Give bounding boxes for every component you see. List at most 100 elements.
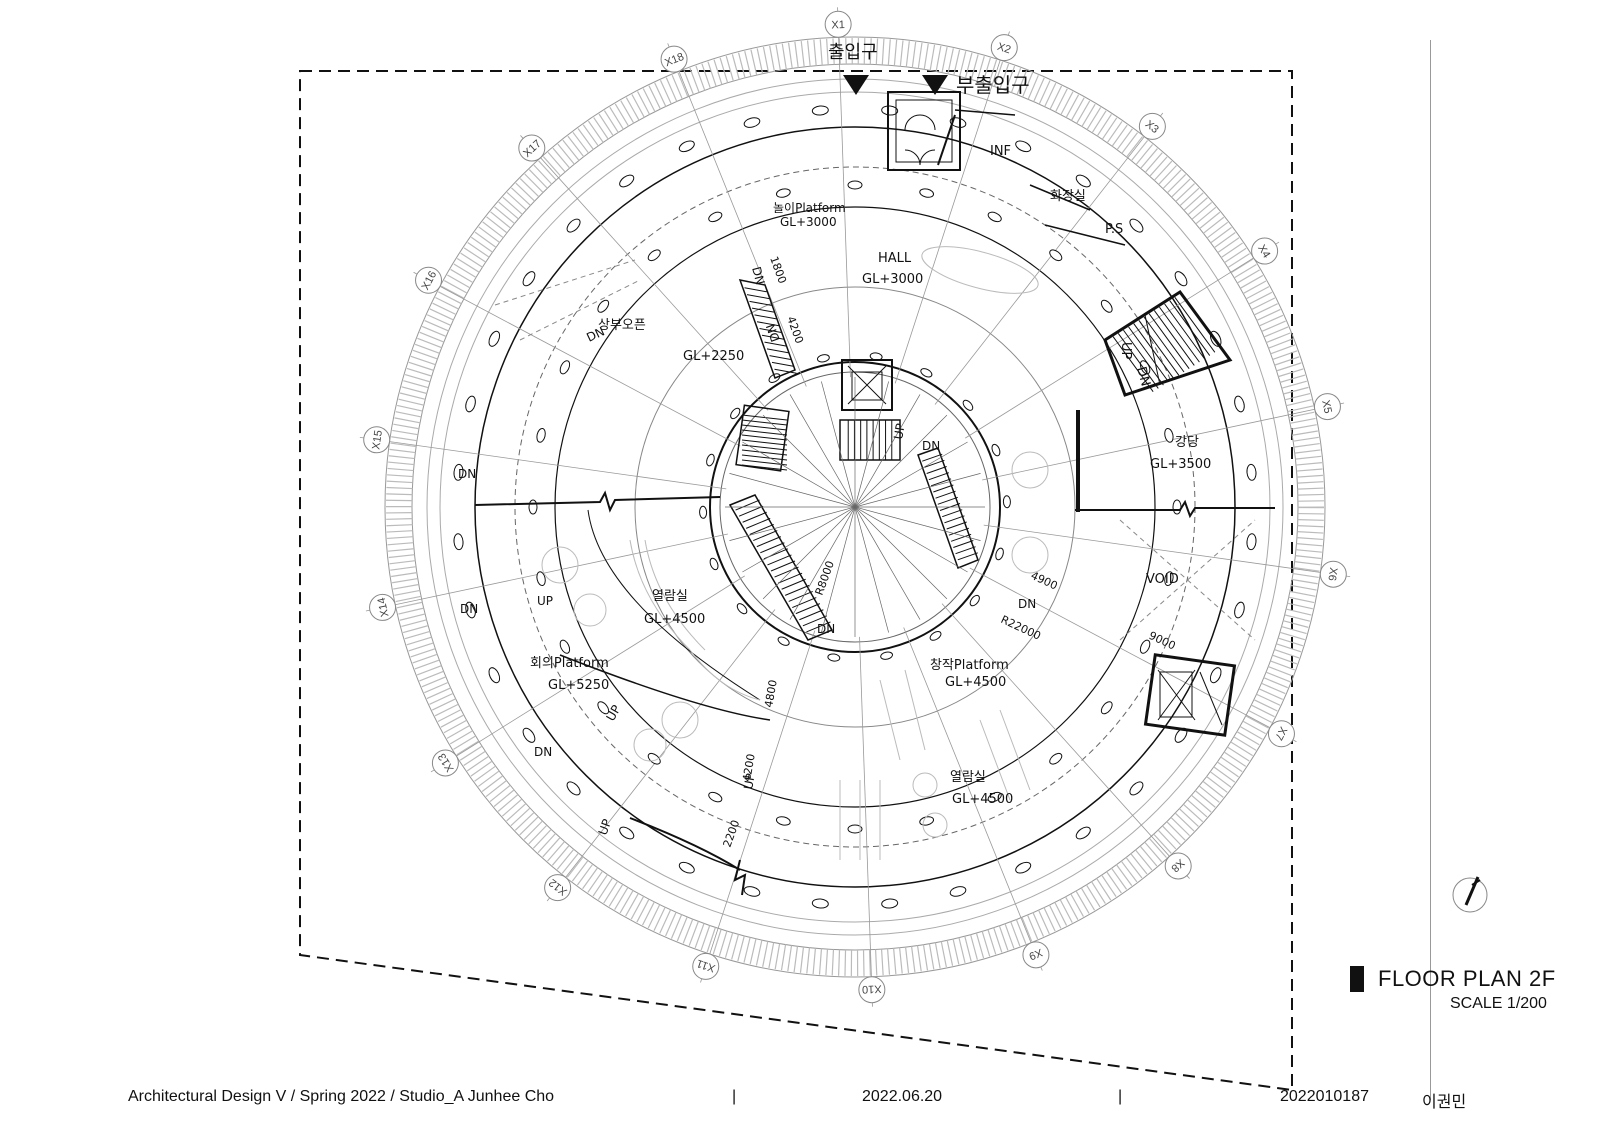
grid-axis-label: X6: [1325, 567, 1339, 582]
grid-line: [430, 575, 745, 773]
elevator-center: [841, 359, 893, 411]
drawing-title: FLOOR PLAN 2F: [1378, 966, 1556, 991]
main-entrance-label: 출입구: [828, 42, 878, 63]
room-restroom-label: 화장실: [1050, 189, 1086, 204]
room-reading-1-label: 열람실: [652, 589, 688, 604]
stair-dn-mark: DN: [534, 745, 552, 759]
column: [949, 886, 967, 897]
column: [536, 571, 546, 587]
stair-dn-mark: DN: [922, 439, 940, 453]
column: [678, 140, 695, 153]
room-meeting-platform-level: GL+5250: [548, 678, 609, 693]
column: [777, 636, 790, 646]
centre-ray: [789, 506, 856, 620]
grid-axis-bubble: X11: [692, 952, 720, 980]
column: [969, 594, 980, 607]
column: [1172, 499, 1182, 515]
column: [929, 631, 942, 641]
stair-center-1: [735, 404, 790, 472]
column: [566, 218, 581, 233]
stair-dn-mark: DN: [1133, 365, 1153, 388]
column: [881, 898, 899, 909]
column: [708, 211, 723, 223]
column: [1049, 249, 1063, 262]
column: [811, 105, 829, 116]
column: [987, 791, 1002, 803]
grid-axis-label: X9: [1027, 946, 1044, 962]
centre-ray: [854, 506, 981, 541]
stair-dn-mark: DN: [584, 324, 606, 344]
centre-ray: [742, 441, 856, 508]
column: [847, 180, 863, 190]
grid-axis-bubble: X12: [544, 874, 572, 902]
column: [919, 188, 935, 198]
room-reading-2-level: GL+4500: [952, 792, 1013, 807]
centre-ray: [854, 506, 889, 633]
column: [566, 781, 581, 796]
stair-dn-mark: DN: [460, 602, 478, 616]
secondary-entrance-label: 부출입구: [956, 73, 1030, 97]
column: [736, 603, 748, 615]
grid-axis-bubble: X7: [1267, 720, 1295, 748]
centre-ray: [854, 381, 889, 508]
grid-line: [546, 609, 776, 902]
entrance-vestibule: [887, 91, 961, 171]
column: [465, 601, 476, 619]
centre-ray: [821, 381, 856, 508]
grid-line: [859, 636, 873, 1007]
footer-student-id: 2022010187: [1280, 1088, 1369, 1105]
grid-line: [365, 533, 728, 612]
room-meeting-platform-label: 회의Platform: [530, 656, 609, 671]
column: [1234, 395, 1245, 413]
room-play-platform-level: GL+3000: [780, 215, 837, 229]
stair-up-mark: UP: [596, 817, 615, 837]
grid-line: [413, 271, 741, 447]
stair-up-mark: UP: [741, 772, 758, 790]
grid-axis-bubble: X13: [431, 749, 459, 777]
centre-ray: [854, 506, 921, 620]
grid-axis-label: X14: [376, 596, 392, 618]
column: [1100, 299, 1113, 313]
column: [1234, 601, 1245, 619]
grid-axis-bubble: X1: [824, 10, 852, 38]
dim-4200-lower: 4200: [740, 753, 758, 783]
centre-ray: [729, 473, 856, 508]
grid-line: [983, 524, 1351, 577]
column: [453, 533, 464, 551]
column: [1246, 463, 1257, 481]
column: [528, 499, 538, 515]
column: [827, 653, 841, 662]
grid-line: [700, 630, 816, 983]
centre-ray: [854, 441, 968, 508]
grid-axis-bubbles: X1X2X3X4X5X6X7X8X9X10X11X12X13X14X15X16X…: [363, 10, 1347, 1004]
footer-separator: |: [732, 1088, 737, 1105]
grid-line: [359, 437, 727, 490]
column: [847, 824, 863, 834]
grid-axis-label: X5: [1319, 399, 1334, 415]
furniture: [541, 246, 1049, 860]
stair-dn-mark: DN: [458, 467, 476, 481]
centre-ray: [854, 506, 948, 600]
centre-ray: [854, 506, 968, 573]
footer-separator: |: [1118, 1088, 1123, 1105]
column: [536, 427, 546, 443]
stair-up-mark: UP: [537, 594, 553, 608]
room-play-platform-label: 놀이Platform: [773, 201, 846, 215]
column: [775, 188, 791, 198]
stair-dn-mark: DN: [763, 322, 782, 344]
column: [522, 727, 536, 743]
room-hall-level: GL+3000: [862, 272, 923, 287]
footer-date: 2022.06.20: [862, 1088, 943, 1105]
column: [709, 557, 719, 571]
grid-axis-bubble: X15: [363, 426, 391, 454]
lower-level-label: GL+2250: [683, 349, 744, 364]
dim-4900: 4900: [1029, 569, 1060, 593]
columns: [453, 105, 1257, 909]
centre-ray: [762, 414, 856, 508]
centre-ray: [762, 506, 856, 600]
stair-up-mark: UP: [891, 422, 908, 440]
centre-ray: [789, 394, 856, 508]
column: [1075, 826, 1091, 840]
column: [991, 443, 1001, 457]
